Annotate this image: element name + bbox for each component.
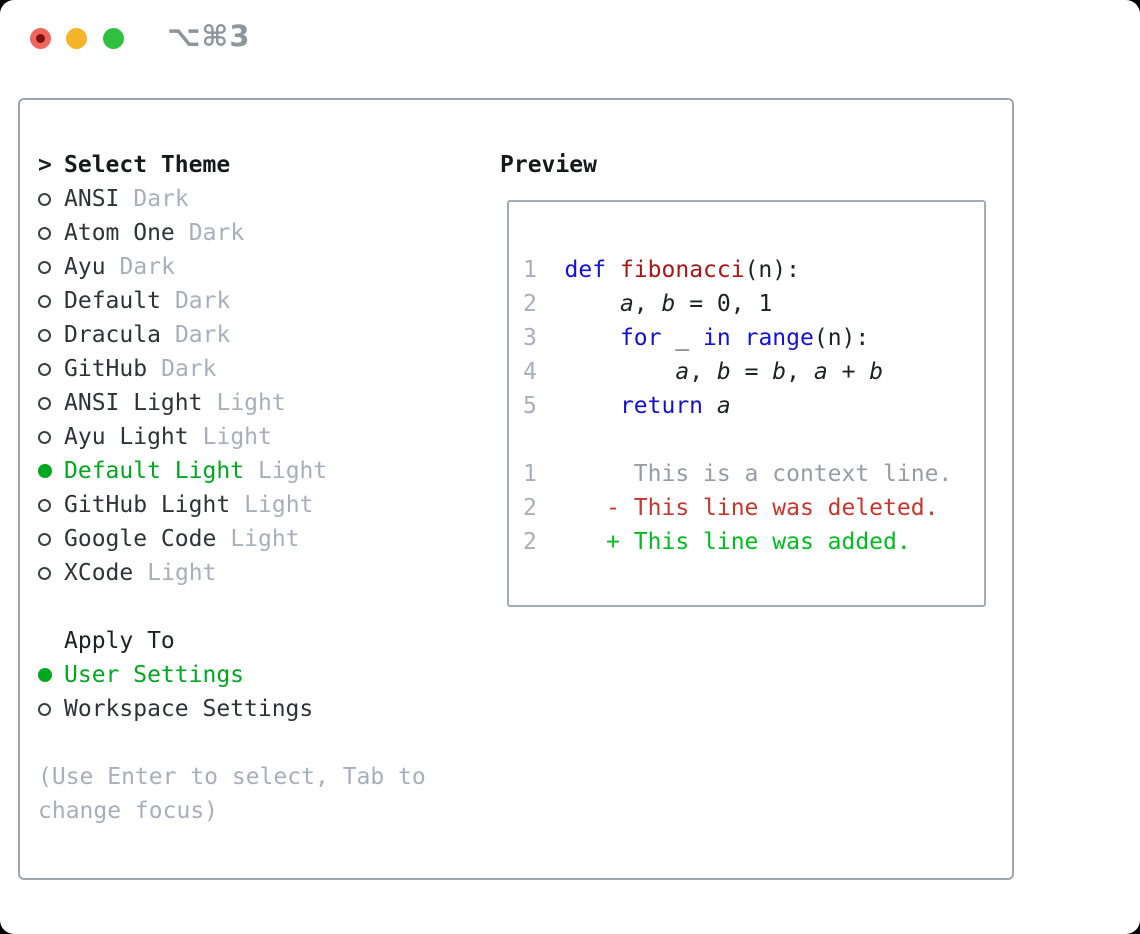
- minimize-button[interactable]: [66, 28, 87, 49]
- radio-icon: [38, 430, 51, 444]
- select-theme-header: > Select Theme: [38, 148, 478, 182]
- apply-to-title: Apply To: [64, 628, 175, 654]
- line-number: 5: [523, 393, 565, 419]
- theme-tag: Light: [202, 424, 272, 450]
- theme-tag: Light: [147, 560, 217, 586]
- radio-icon: [38, 396, 51, 410]
- prompt-icon: >: [38, 152, 52, 178]
- theme-tag: Dark: [133, 186, 189, 212]
- preview-title: Preview: [500, 152, 597, 178]
- apply-option-user-settings[interactable]: User Settings: [38, 658, 478, 692]
- theme-tag: Dark: [174, 288, 231, 314]
- title-bar: ⌥⌘3: [0, 0, 1140, 76]
- line-number: 3: [523, 325, 565, 351]
- theme-tag: Light: [258, 458, 328, 484]
- radio-icon: [38, 294, 51, 308]
- preview-panel: Preview 1 def fibonacci(n): 2 a, b = 0, …: [500, 148, 994, 607]
- radio-icon: [38, 226, 51, 240]
- diff-context-line: 1 This is a context line.: [523, 461, 953, 487]
- theme-tag: Light: [230, 526, 300, 552]
- line-number: 2: [523, 529, 565, 555]
- blank-line: [523, 423, 984, 457]
- unsaved-indicator-icon: [36, 34, 45, 43]
- code-line: 4 a, b = b, a + b: [523, 359, 884, 385]
- theme-tag: Dark: [188, 220, 245, 246]
- radio-selected-icon: [38, 464, 52, 478]
- theme-tag: Light: [244, 492, 314, 518]
- radio-selected-icon: [38, 668, 52, 682]
- theme-tag: Dark: [161, 356, 217, 382]
- radio-icon: [38, 362, 51, 376]
- line-number: 1: [523, 257, 565, 283]
- theme-tag: Dark: [174, 322, 231, 348]
- zoom-button[interactable]: [103, 28, 124, 49]
- theme-tag: Light: [216, 390, 286, 416]
- cursor-marker: >: [38, 148, 64, 182]
- line-number: 2: [523, 495, 565, 521]
- radio-icon: [38, 532, 51, 546]
- diff-deleted-line: 2 - This line was deleted.: [523, 495, 939, 521]
- code-preview-box: 1 def fibonacci(n): 2 a, b = 0, 1 3 for …: [507, 200, 986, 607]
- radio-icon: [38, 328, 51, 342]
- code-line: 5 return a: [523, 393, 731, 419]
- radio-icon: [38, 702, 51, 716]
- line-number: 4: [523, 359, 565, 385]
- apply-option-workspace-settings[interactable]: Workspace Settings: [38, 692, 478, 726]
- radio-icon: [38, 192, 51, 206]
- line-number: 2: [523, 291, 565, 317]
- theme-tag: Dark: [119, 254, 175, 280]
- code-line: 2 a, b = 0, 1: [523, 291, 773, 317]
- window-title: ⌥⌘3: [167, 19, 251, 53]
- code-line: 3 for _ in range(n):: [523, 325, 870, 351]
- code-line: 1 def fibonacci(n):: [523, 257, 800, 283]
- close-button[interactable]: [30, 28, 51, 49]
- radio-icon: [38, 260, 51, 274]
- select-theme-title: Select Theme: [64, 152, 231, 178]
- apply-to-header: Apply To: [38, 624, 478, 658]
- radio-icon: [38, 498, 51, 512]
- radio-icon: [38, 566, 51, 580]
- line-number: 1: [523, 461, 565, 487]
- diff-added-line: 2 + This line was added.: [523, 529, 911, 555]
